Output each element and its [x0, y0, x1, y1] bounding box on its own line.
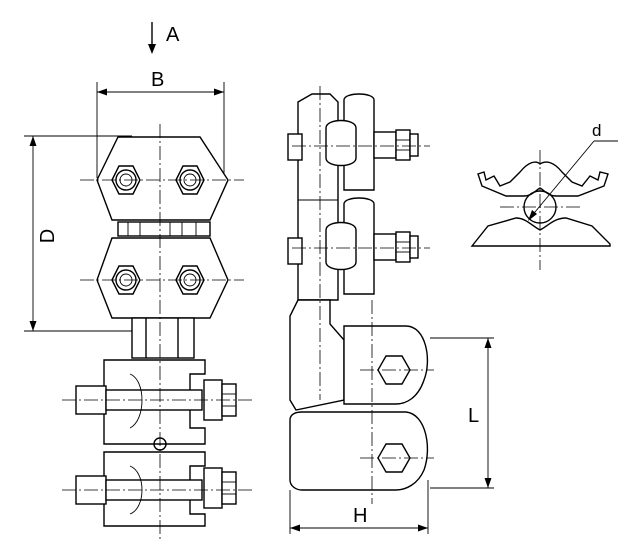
- side-lower-bolt: [373, 231, 419, 263]
- label-d-small: d: [592, 121, 601, 140]
- side-upper-lug: [343, 325, 429, 405]
- dimension-d-small: d: [528, 121, 618, 221]
- label-d: D: [37, 229, 59, 243]
- lower-swivel-bracket: [75, 451, 237, 527]
- detail-upper-jaw: [477, 161, 609, 197]
- dimension-b: B: [96, 69, 225, 178]
- dimension-d: D: [24, 135, 132, 332]
- dimension-h: H: [289, 480, 429, 534]
- label-a: A: [166, 24, 180, 46]
- side-lower-lug: [289, 411, 429, 491]
- upper-swivel-bracket: [75, 359, 237, 445]
- side-upper-bolt: [373, 129, 419, 161]
- side-view: L H: [287, 86, 494, 534]
- front-view: B D: [24, 69, 252, 540]
- dimension-l: L: [430, 337, 494, 489]
- middle-band: [117, 221, 211, 237]
- label-b: B: [151, 69, 164, 91]
- label-l: L: [468, 405, 479, 427]
- side-stem: [289, 299, 345, 411]
- view-arrow-a: A: [148, 22, 180, 54]
- side-lower-jaw: [287, 197, 375, 295]
- detail-lower-jaw: [470, 217, 611, 247]
- groove-detail-view: d: [470, 121, 618, 270]
- side-upper-jaw: [287, 93, 375, 191]
- label-h: H: [353, 505, 367, 527]
- front-stem: [131, 317, 195, 359]
